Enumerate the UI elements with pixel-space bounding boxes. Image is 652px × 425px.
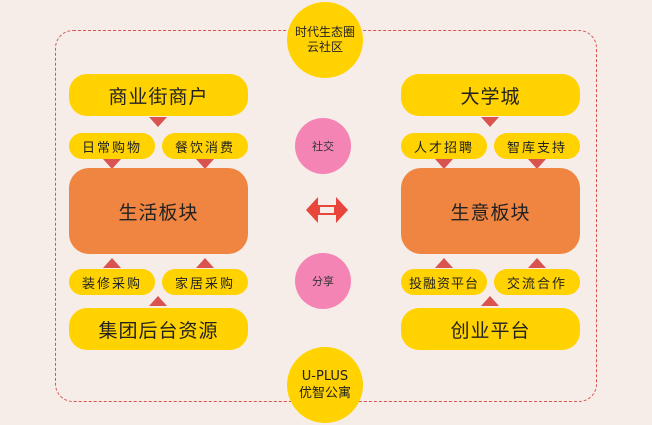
right-top-label: 大学城	[460, 85, 521, 108]
right-sub-top-1-arrow	[435, 159, 453, 169]
left-sub-bottom-1: 装修采购	[69, 269, 155, 295]
uplus-title: U-PLUS	[301, 369, 349, 384]
right-top-arrow	[481, 117, 499, 127]
right-sub-top-2: 智库支持	[494, 133, 580, 159]
community-title: 时代生态圈	[294, 25, 355, 39]
right-sub-bottom-2: 交流合作	[494, 269, 580, 295]
social-circle: 社交	[295, 118, 351, 174]
right-sub-bottom-2-arrow	[528, 258, 546, 268]
left-sub-bottom-2-label: 家居采购	[174, 276, 235, 292]
left-sub-top-1: 日常购物	[69, 133, 155, 159]
right-sub-bottom-1-label: 投融资平台	[408, 276, 479, 292]
right-sub-bottom-1: 投融资平台	[401, 269, 487, 295]
community-circle: 时代生态圈 云社区	[287, 2, 363, 78]
community-subtitle: 云社区	[306, 40, 343, 54]
business-block-label: 生意板块	[450, 201, 531, 224]
right-sub-bottom-1-arrow	[435, 258, 453, 268]
life-block-label: 生活板块	[118, 201, 199, 224]
right-sub-top-1-label: 人才招聘	[413, 140, 474, 156]
left-sub-top-1-label: 日常购物	[81, 140, 142, 156]
right-sub-top-2-label: 智库支持	[506, 140, 567, 156]
left-bottom-pill: 集团后台资源	[69, 308, 248, 350]
business-block: 生意板块	[401, 168, 580, 254]
right-sub-bottom-2-label: 交流合作	[506, 276, 567, 292]
social-label: 社交	[312, 140, 334, 153]
right-bottom-pill: 创业平台	[401, 308, 580, 350]
left-top-label: 商业街商户	[108, 85, 209, 108]
right-sub-top-2-arrow	[528, 159, 546, 169]
right-top-pill: 大学城	[401, 74, 580, 116]
right-sub-top-1: 人才招聘	[401, 133, 487, 159]
share-circle: 分享	[295, 253, 351, 309]
left-bottom-label: 集团后台资源	[98, 319, 219, 342]
left-sub-top-2-label: 餐饮消费	[174, 140, 235, 156]
uplus-subtitle: 优智公寓	[298, 386, 351, 401]
left-sub-top-2: 餐饮消费	[162, 133, 248, 159]
right-bottom-arrow	[481, 296, 499, 306]
left-sub-top-1-arrow	[103, 159, 121, 169]
share-label: 分享	[312, 275, 334, 288]
left-bottom-arrow	[149, 296, 167, 306]
left-sub-bottom-2-arrow	[196, 258, 214, 268]
uplus-circle: U-PLUS 优智公寓	[287, 347, 363, 423]
left-sub-bottom-1-label: 装修采购	[81, 276, 142, 292]
left-sub-bottom-1-arrow	[103, 258, 121, 268]
left-top-pill: 商业街商户	[69, 74, 248, 116]
left-top-arrow	[149, 117, 167, 127]
double-arrow-icon	[306, 197, 348, 223]
left-sub-bottom-2: 家居采购	[162, 269, 248, 295]
life-block: 生活板块	[69, 168, 248, 254]
right-bottom-label: 创业平台	[450, 319, 531, 342]
left-sub-top-2-arrow	[196, 159, 214, 169]
